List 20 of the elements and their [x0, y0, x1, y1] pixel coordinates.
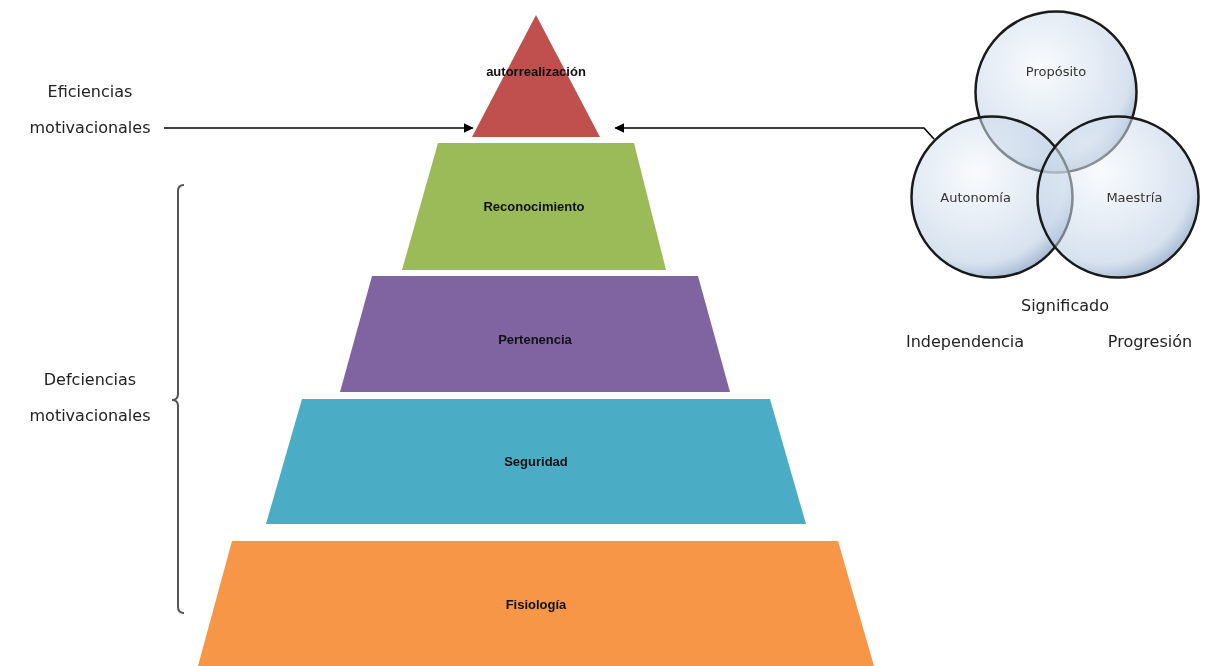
venn-circle	[1036, 115, 1200, 279]
circle-caption: Significado	[1020, 295, 1110, 317]
circle-label: Maestría	[1106, 190, 1163, 205]
bracket-caption: Defciencias motivacionales	[28, 369, 152, 427]
circle-label: Autonomía	[940, 190, 1011, 205]
arrow	[614, 123, 935, 140]
level-label: Seguridad	[503, 454, 569, 469]
pyramid-level	[340, 276, 730, 392]
circle-caption: Progresión	[1106, 331, 1194, 353]
level-label: Pertenencia	[497, 332, 573, 347]
annotation-text: Eficiencias motivacionales	[10, 74, 170, 146]
pyramid-apex	[472, 15, 600, 137]
pyramid-level	[266, 399, 806, 524]
level-label: Reconocimiento	[482, 199, 586, 214]
level-label: Fisiología	[504, 597, 568, 612]
arrow	[163, 123, 474, 133]
pyramid-level	[198, 541, 874, 666]
circle-caption: Independencia	[904, 331, 1026, 353]
pyramid-level	[402, 143, 666, 270]
circle-label: Propósito	[1025, 64, 1087, 79]
